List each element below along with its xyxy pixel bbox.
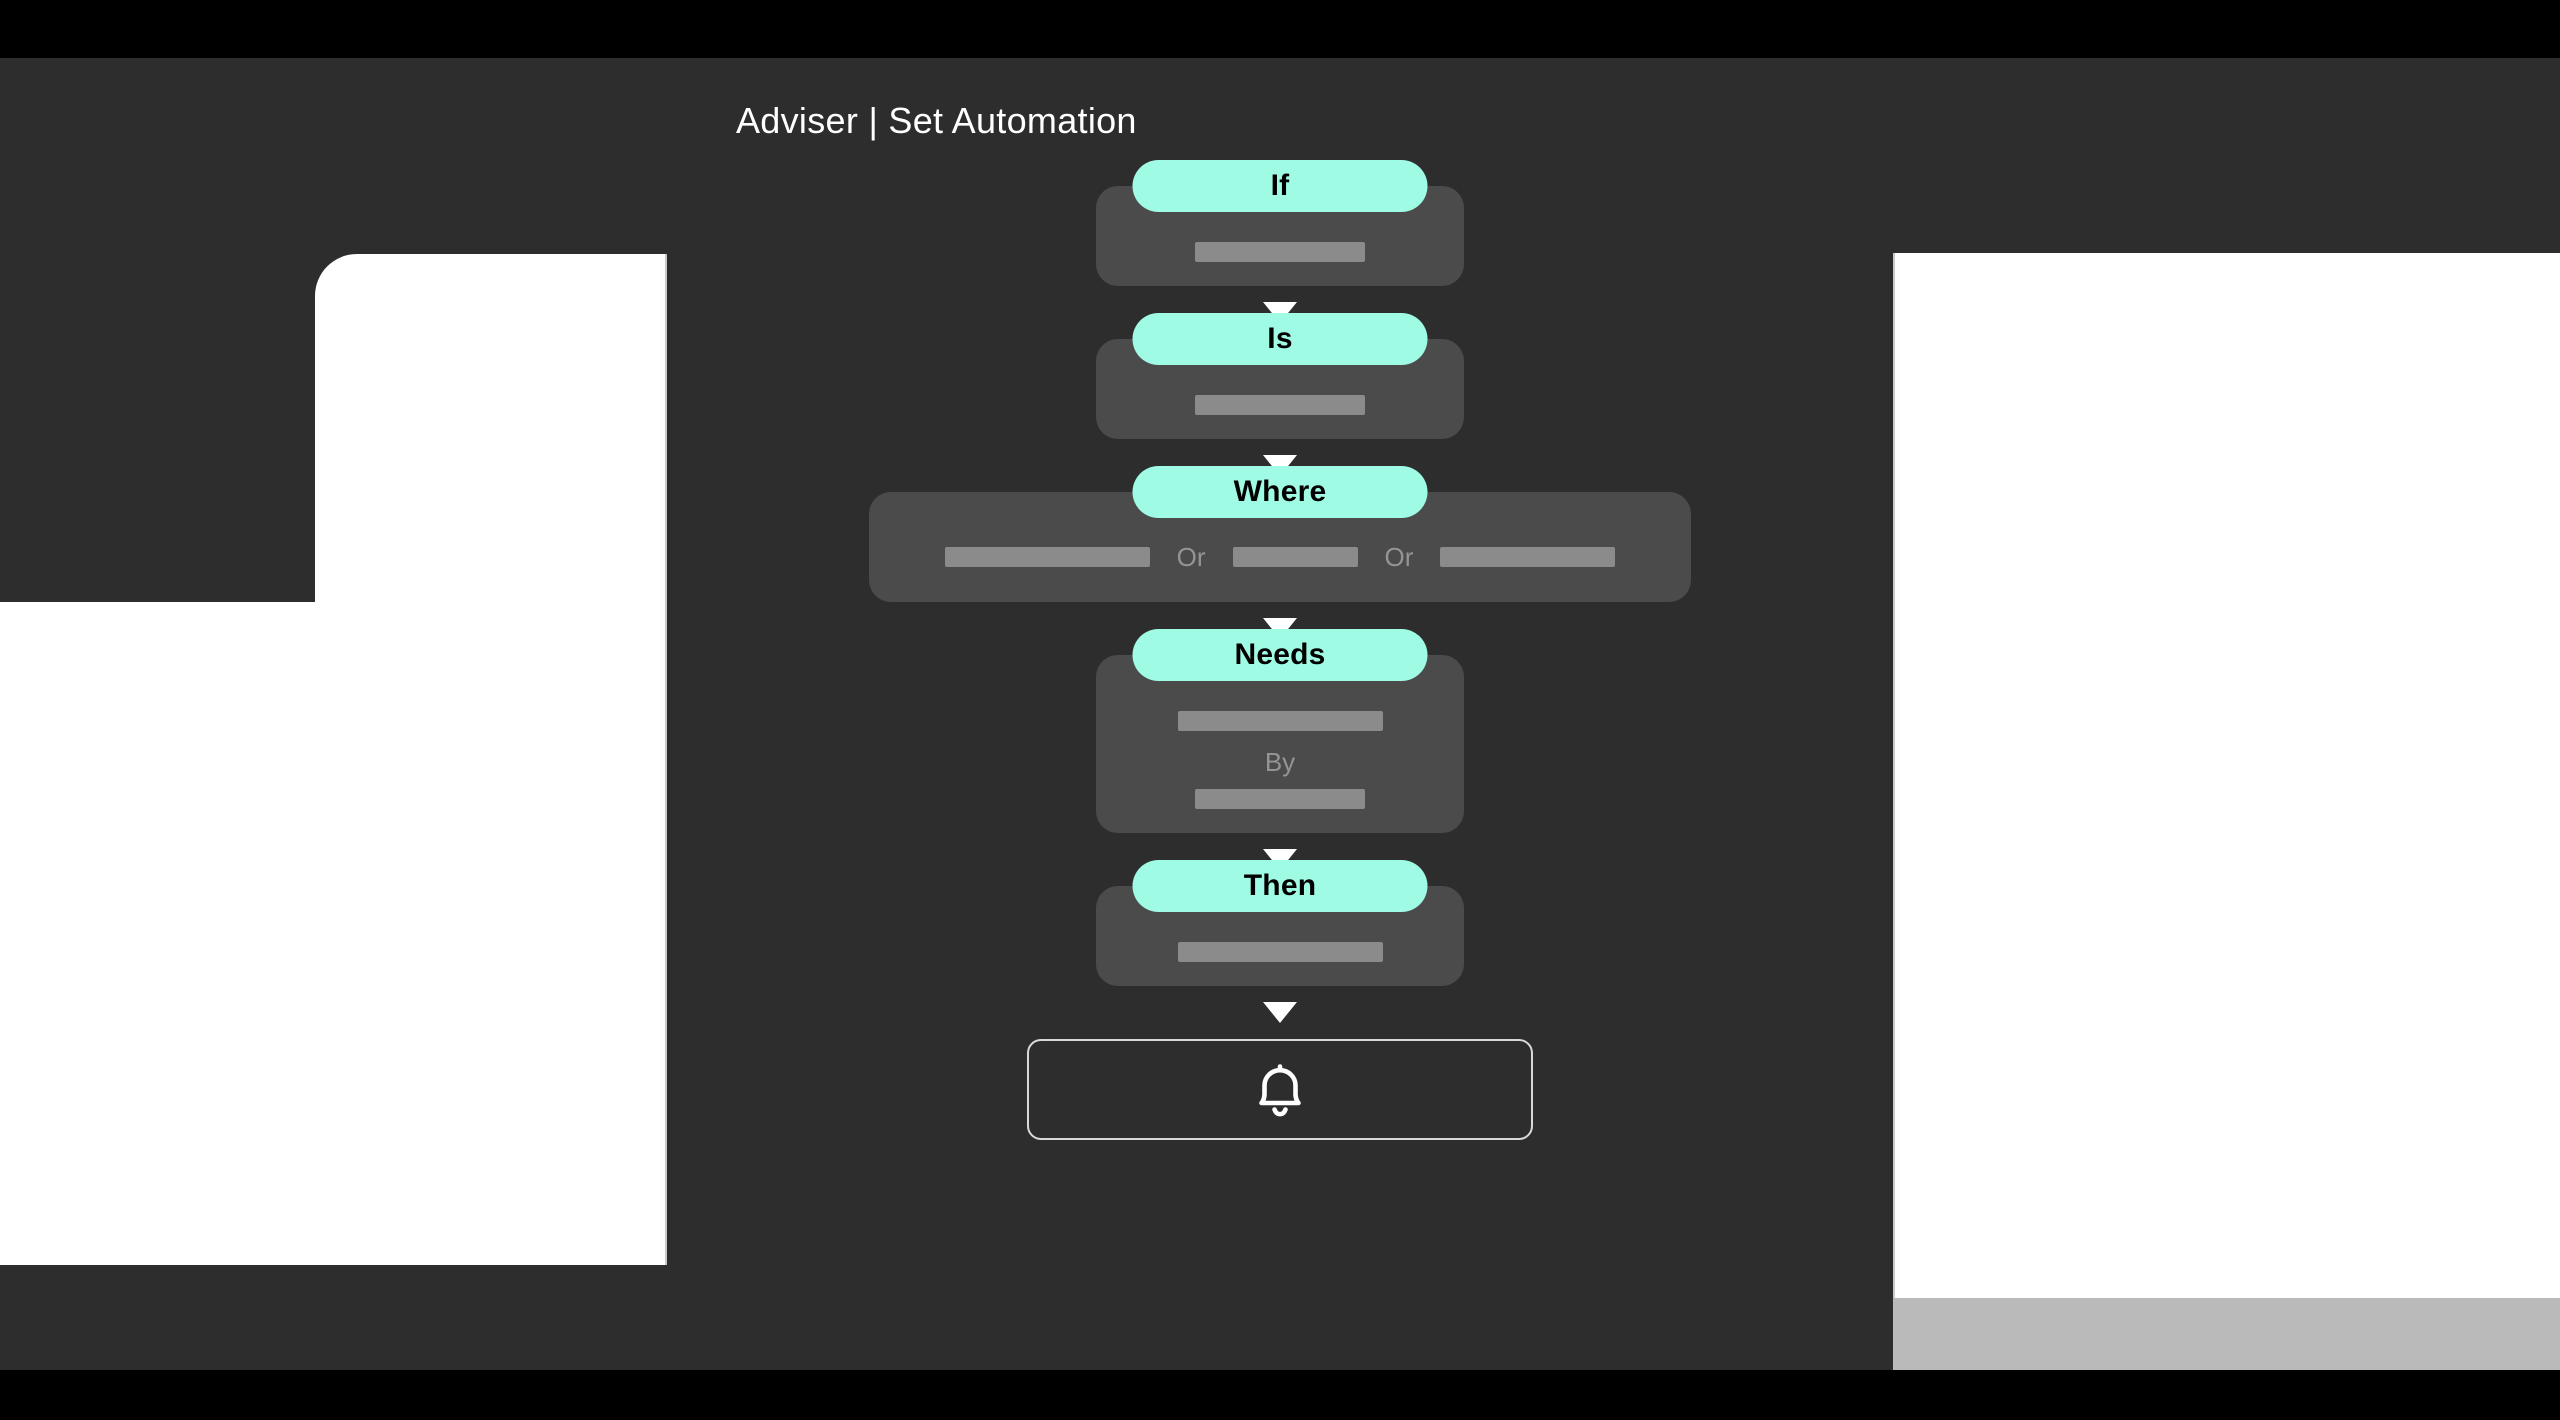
step-card-if[interactable]: If xyxy=(1096,160,1464,286)
connector-arrow-5 xyxy=(1263,1002,1297,1023)
flow-step-if: If xyxy=(1096,160,1464,286)
notify-action-button[interactable] xyxy=(1027,1039,1533,1140)
left-white-background-strip xyxy=(0,602,317,1265)
step-label-then[interactable]: Then xyxy=(1132,860,1428,912)
where-or-label-1: Or xyxy=(1176,542,1206,572)
where-value-input-3[interactable] xyxy=(1440,547,1616,567)
then-value-input[interactable] xyxy=(1177,942,1383,962)
step-card-needs[interactable]: Needs By xyxy=(1096,629,1464,833)
where-value-input-1[interactable] xyxy=(944,547,1150,567)
needs-by-input[interactable] xyxy=(1195,789,1365,809)
needs-by-label: By xyxy=(1264,747,1296,777)
step-card-then[interactable]: Then xyxy=(1096,860,1464,986)
left-white-page-panel xyxy=(315,254,667,1265)
flow-step-is: Is xyxy=(1096,313,1464,439)
step-label-where[interactable]: Where xyxy=(1132,466,1428,518)
right-white-page-panel xyxy=(1893,253,2560,1298)
where-or-label-2: Or xyxy=(1384,542,1414,572)
flow-step-needs: Needs By xyxy=(1096,629,1464,833)
if-value-input[interactable] xyxy=(1195,242,1365,262)
needs-fields: By xyxy=(1177,711,1383,809)
page-title: Adviser | Set Automation xyxy=(736,100,1137,141)
bell-icon xyxy=(1253,1061,1307,1119)
where-value-input-2[interactable] xyxy=(1232,547,1358,567)
automation-flow: If Is Where Or Or xyxy=(0,160,2560,1140)
flow-step-then: Then xyxy=(1096,860,1464,986)
needs-value-input[interactable] xyxy=(1177,711,1383,731)
step-card-where[interactable]: Where Or Or xyxy=(869,466,1691,602)
step-label-needs[interactable]: Needs xyxy=(1132,629,1428,681)
flow-step-where: Where Or Or xyxy=(869,466,1691,602)
is-value-input[interactable] xyxy=(1195,395,1365,415)
right-panel-footer-band xyxy=(1893,1298,2560,1370)
where-conditions-row: Or Or xyxy=(944,542,1616,572)
step-card-is[interactable]: Is xyxy=(1096,313,1464,439)
step-label-is[interactable]: Is xyxy=(1132,313,1428,365)
step-label-if[interactable]: If xyxy=(1132,160,1428,212)
